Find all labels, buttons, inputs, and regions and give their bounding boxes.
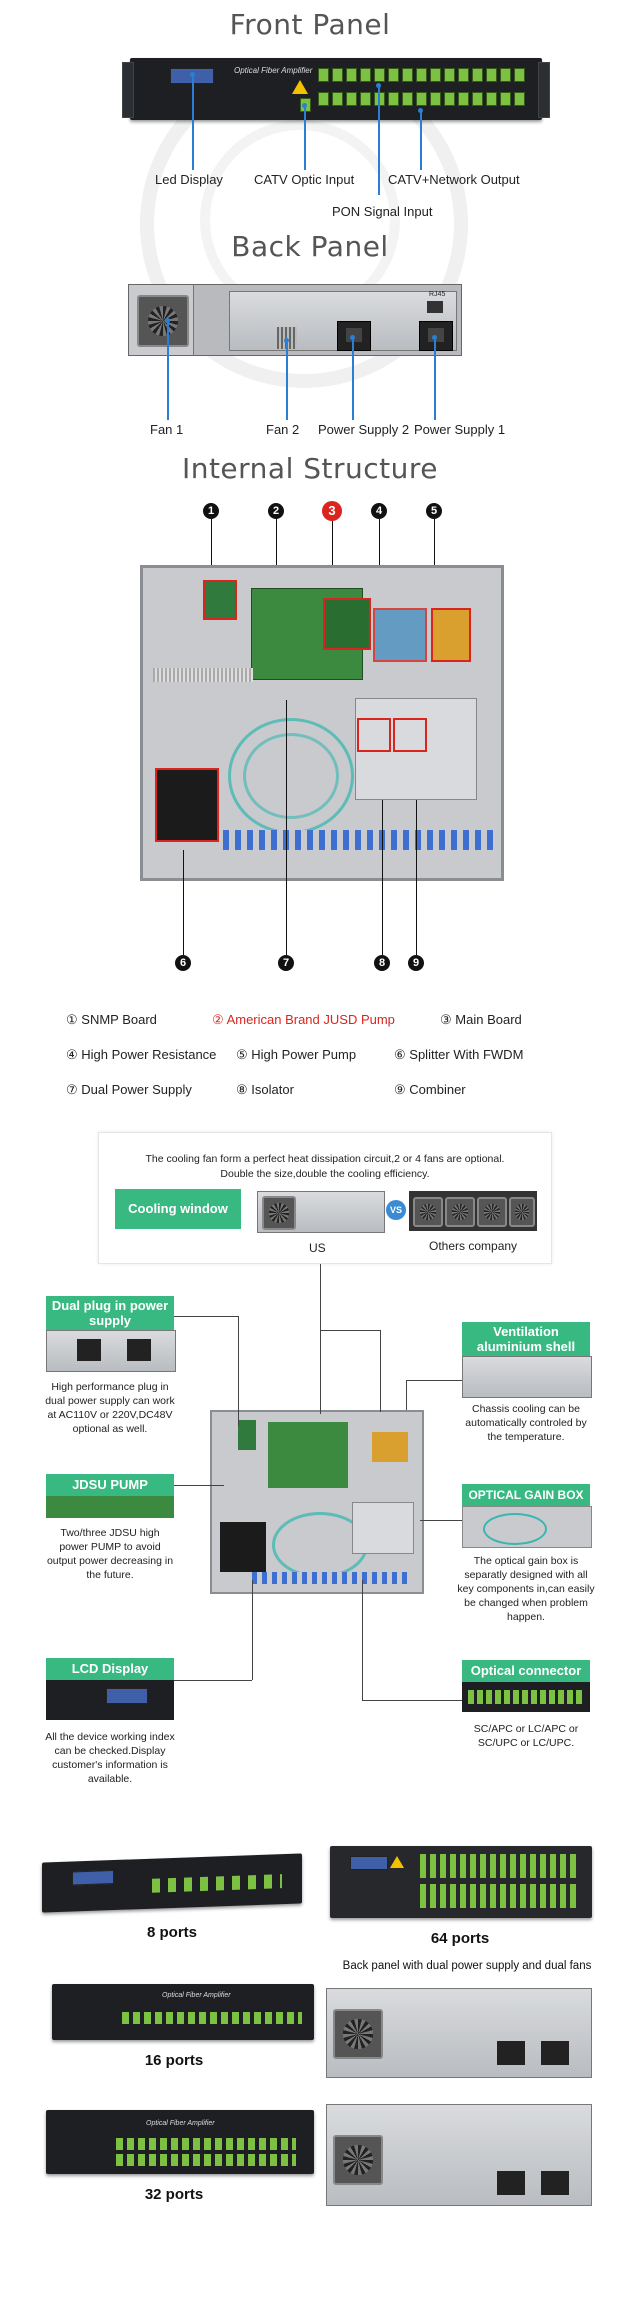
jdsu-title: JDSU PUMP xyxy=(46,1474,174,1496)
caption-64-ports: 64 ports xyxy=(430,1930,490,1947)
legend-item-1: ① SNMP Board xyxy=(66,1012,157,1027)
product-16-ports: Optical Fiber Amplifier xyxy=(52,1984,314,2040)
internal-chassis xyxy=(140,565,504,881)
caption-16-ports: 16 ports xyxy=(144,2052,204,2069)
marker-3: 3 xyxy=(322,501,342,521)
label-pon-signal-input: PON Signal Input xyxy=(332,204,433,219)
warning-icon xyxy=(292,80,308,94)
legend-item-9: ⑨ Combiner xyxy=(394,1082,466,1097)
optical-connector-title: Optical connector xyxy=(462,1660,590,1682)
marker-1: 1 xyxy=(203,503,219,519)
marker-6: 6 xyxy=(175,955,191,971)
high-power-pump xyxy=(431,608,471,662)
dual-plug-desc: High performance plug in dual power supp… xyxy=(45,1381,175,1435)
marker-5: 5 xyxy=(426,503,442,519)
ventilation-desc: Chassis cooling can be automatically con… xyxy=(465,1403,587,1443)
caption-8-ports: 8 ports xyxy=(146,1924,197,1941)
cooling-panel: The cooling fan form a perfect heat diss… xyxy=(98,1132,552,1264)
combiner xyxy=(393,718,427,752)
front-panel-title: Front Panel xyxy=(229,8,391,41)
ventilation-image xyxy=(462,1356,592,1398)
port-grid xyxy=(318,64,534,114)
cooling-line-1: The cooling fan form a perfect heat diss… xyxy=(145,1153,505,1165)
legend-item-8: ⑧ Isolator xyxy=(236,1082,294,1097)
legend-item-2: ② American Brand JUSD Pump xyxy=(212,1012,395,1027)
high-power-resistance xyxy=(373,608,427,662)
fiber-coils-2 xyxy=(243,733,339,819)
rj45-label: RJ45 xyxy=(429,291,446,298)
back-panel-title: Back Panel xyxy=(231,230,389,263)
optical-connector-image xyxy=(462,1682,590,1712)
others-cooling-image xyxy=(409,1191,537,1231)
ribbon-cable xyxy=(153,668,253,682)
marker-4: 4 xyxy=(371,503,387,519)
feature-device xyxy=(210,1410,424,1594)
jdsu-desc: Two/three JDSU high power PUMP to avoid … xyxy=(46,1527,174,1581)
gain-box-desc: The optical gain box is separatly design… xyxy=(457,1555,595,1623)
us-cooling-image xyxy=(257,1191,385,1233)
product-16-label: Optical Fiber Amplifier xyxy=(162,1992,231,1999)
legend-item-4: ④ High Power Resistance xyxy=(66,1047,217,1062)
dual-plug-title: Dual plug in power supply xyxy=(46,1296,174,1330)
vs-badge: VS xyxy=(386,1200,406,1220)
front-ports-row xyxy=(223,830,493,850)
product-64-ports xyxy=(330,1846,592,1918)
cooling-line-2: Double the size,double the cooling effic… xyxy=(220,1168,430,1180)
gain-box xyxy=(355,698,477,800)
label-power-supply-1: Power Supply 1 xyxy=(414,422,506,437)
front-panel-device: Optical Fiber Amplifier xyxy=(122,58,550,120)
legend-item-5: ⑤ High Power Pump xyxy=(236,1047,357,1062)
us-label: US xyxy=(309,1241,326,1255)
back-panel-note: Back panel with dual power supply and du… xyxy=(342,1960,592,1972)
product-32-ports: Optical Fiber Amplifier xyxy=(46,2110,314,2174)
marker-7: 7 xyxy=(278,955,294,971)
marker-2: 2 xyxy=(268,503,284,519)
rj45-port-icon xyxy=(427,301,443,313)
pump-board xyxy=(323,598,371,650)
product-8-ports xyxy=(42,1853,302,1913)
label-catv-network-output: CATV+Network Output xyxy=(388,172,520,187)
lcd-title: LCD Display xyxy=(46,1658,174,1680)
back-panel-device: RJ45 xyxy=(128,284,462,356)
cooling-window-button: Cooling window xyxy=(115,1189,241,1229)
gain-box-image xyxy=(462,1506,592,1548)
fan-1-icon xyxy=(137,295,189,347)
snmp-board xyxy=(203,580,237,620)
legend-item-7: ⑦ Dual Power Supply xyxy=(66,1082,192,1097)
power-supply-unit xyxy=(155,768,219,842)
lcd-image xyxy=(46,1680,174,1720)
others-label: Others company xyxy=(429,1239,518,1253)
marker-8: 8 xyxy=(374,955,390,971)
product-back-panel-2 xyxy=(326,2104,592,2206)
legend-item-6: ⑥ Splitter With FWDM xyxy=(394,1047,524,1062)
internal-structure-title: Internal Structure xyxy=(181,452,439,485)
jdsu-image xyxy=(46,1496,174,1518)
label-power-supply-2: Power Supply 2 xyxy=(318,422,410,437)
optical-connector-desc: SC/APC or LC/APC or SC/UPC or LC/UPC. xyxy=(473,1723,579,1749)
gain-box-title: OPTICAL GAIN BOX xyxy=(462,1484,590,1506)
caption-32-ports: 32 ports xyxy=(144,2186,204,2203)
ventilation-title: Ventilation aluminium shell xyxy=(462,1322,590,1356)
dual-plug-image xyxy=(46,1330,176,1372)
product-32-label: Optical Fiber Amplifier xyxy=(146,2120,215,2127)
label-fan-1: Fan 1 xyxy=(150,422,184,437)
product-back-panel-1 xyxy=(326,1988,592,2078)
label-catv-optic-input: CATV Optic Input xyxy=(254,172,355,187)
marker-9: 9 xyxy=(408,955,424,971)
lcd-desc: All the device working index can be chec… xyxy=(45,1731,175,1785)
label-fan-2: Fan 2 xyxy=(266,422,300,437)
label-led-display: Led Display xyxy=(155,172,223,187)
device-label: Optical Fiber Amplifier xyxy=(234,66,313,75)
isolator xyxy=(357,718,391,752)
legend-item-3: ③ Main Board xyxy=(440,1012,522,1027)
